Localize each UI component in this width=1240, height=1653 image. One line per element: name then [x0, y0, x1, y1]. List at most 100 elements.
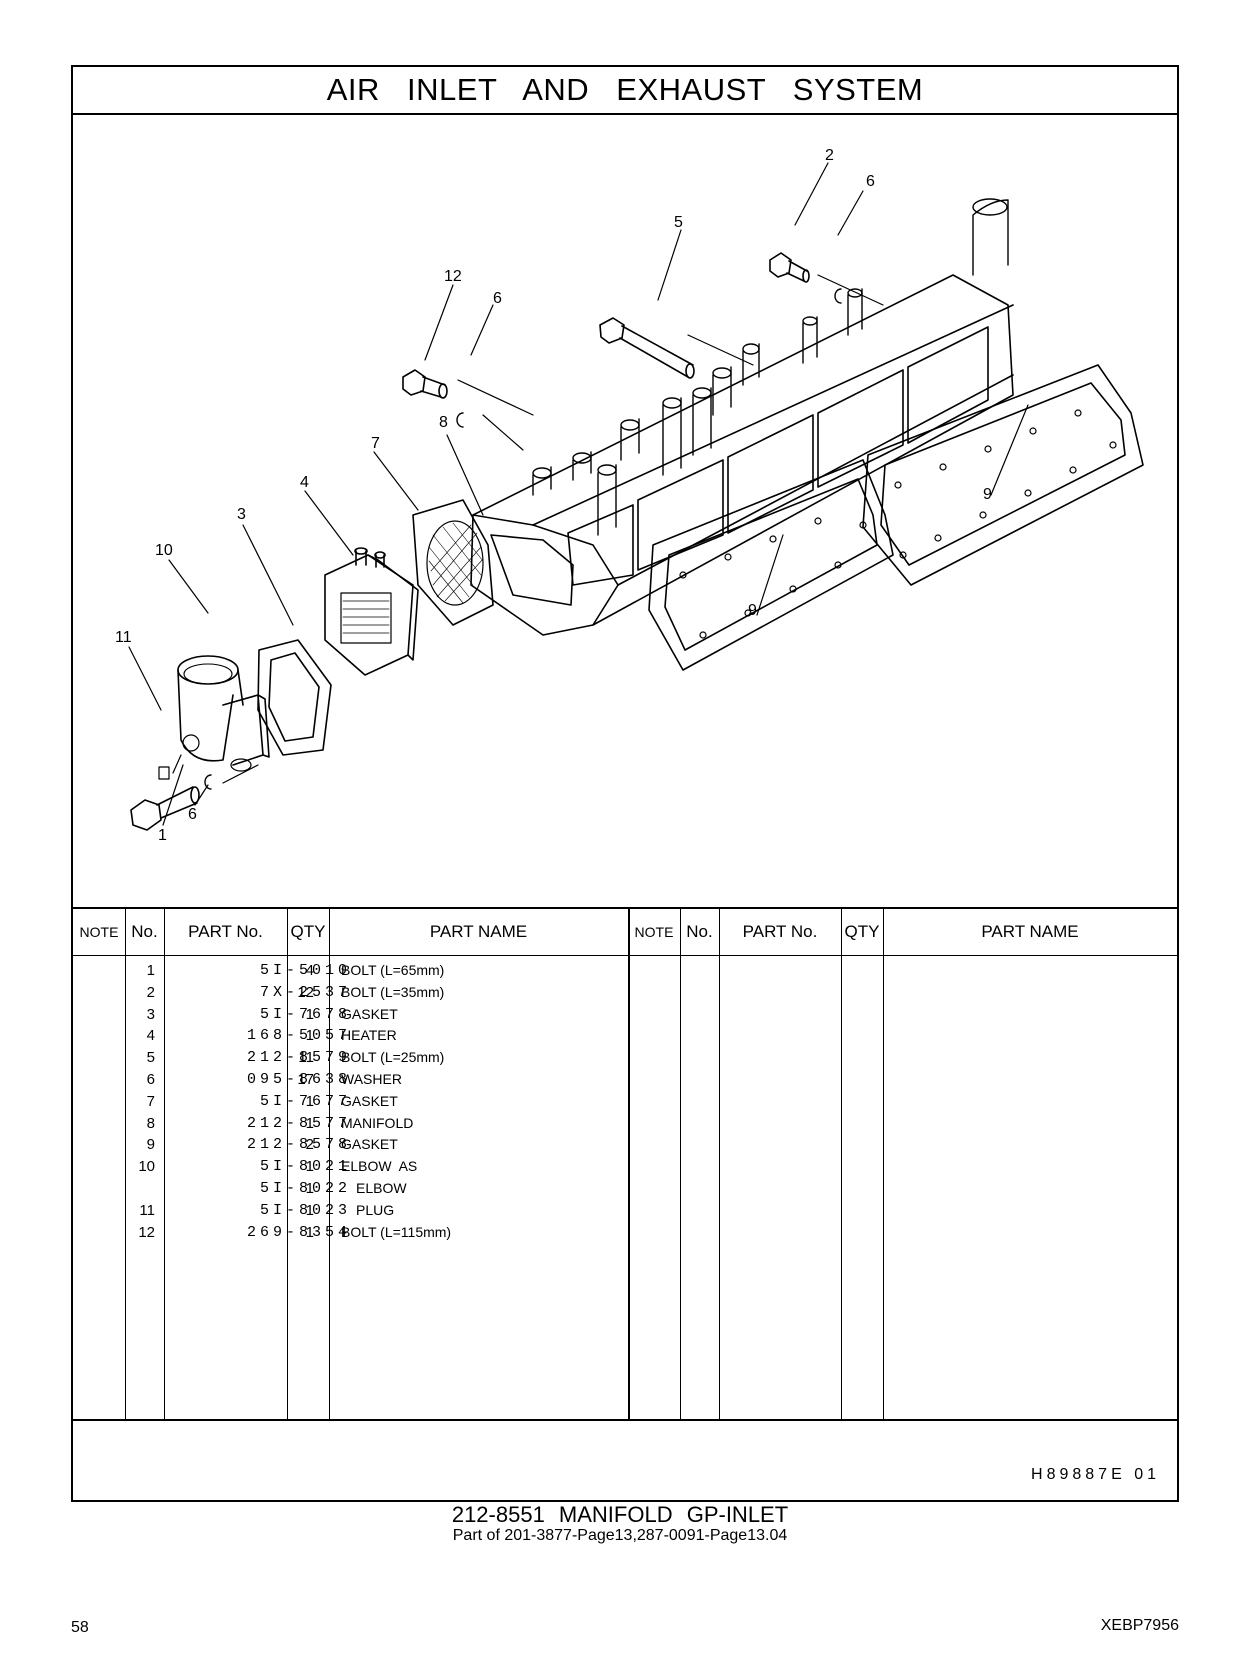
col-divider: [719, 909, 720, 1419]
callout-9b: 9: [983, 486, 992, 503]
col-divider: [287, 909, 288, 1419]
col-divider: [841, 909, 842, 1419]
callout-4: 4: [300, 474, 309, 491]
part-number-index: 12: [138, 1223, 155, 1241]
bolt-2-drawing: [769, 252, 810, 283]
part-quantity: 1: [305, 1158, 314, 1176]
part-quantity: 1: [305, 1027, 314, 1045]
part-number: 5I-7678: [259, 1005, 351, 1023]
callout-6b: 6: [493, 290, 502, 307]
part-name: ELBOW AS: [341, 1158, 418, 1175]
header-qty: QTY: [290, 922, 326, 941]
part-number-index: 8: [146, 1114, 155, 1132]
bolt-12-drawing: [402, 369, 448, 399]
callout-2: 2: [825, 147, 834, 164]
part-name: ELBOW: [356, 1180, 407, 1196]
document-code: XEBP7956: [1100, 1617, 1179, 1634]
part-number: 168-5057: [246, 1027, 351, 1045]
part-number-index: 7: [146, 1092, 155, 1110]
callout-6a: 6: [188, 806, 197, 823]
group-subtitle: Part of 201-3877-Page13,287-0091-Page13.…: [452, 1527, 788, 1544]
part-quantity: 1: [305, 1005, 314, 1023]
plug-drawing: [158, 766, 170, 780]
part-quantity: 1: [305, 1201, 314, 1219]
part-name: BOLT (L=115mm): [341, 1223, 452, 1240]
header-note-right: NOTE: [634, 924, 674, 940]
part-number-index: 6: [146, 1071, 155, 1088]
washer-drawings: [204, 288, 842, 790]
col-divider: [164, 909, 165, 1419]
diagram-drawing: 1 2 3 4 5 6 6 6 7 8 9 9 10 11 12: [115, 147, 1144, 844]
part-name: BOLT (L=35mm): [341, 983, 445, 1000]
leader-lines: [128, 162, 1029, 826]
part-number-index: 9: [146, 1136, 155, 1154]
part-number-index: 5: [146, 1049, 155, 1067]
part-quantity: 2: [305, 1136, 314, 1154]
gasket-3-drawing: [257, 639, 332, 756]
callout-3: 3: [237, 506, 246, 523]
header-note: NOTE: [79, 924, 119, 940]
part-number: 212-8579: [246, 1049, 351, 1067]
part-name: GASKET: [341, 1005, 398, 1022]
bolt-5-drawing: [599, 317, 695, 379]
header-part-name-right: PART NAME: [981, 922, 1079, 941]
part-number-index: 10: [138, 1158, 155, 1176]
callout-7: 7: [371, 435, 380, 452]
part-name: GASKET: [341, 1136, 398, 1153]
manifold-drawing: [470, 198, 1014, 636]
part-number: 5I-8021: [259, 1158, 351, 1176]
part-number: 5I-8022: [259, 1180, 351, 1197]
part-quantity: 4: [305, 962, 314, 979]
part-quantity: 1: [305, 1114, 314, 1132]
table-footer: H89887E 01: [73, 1421, 1177, 1500]
header-no: No.: [131, 922, 158, 941]
callout-10: 10: [155, 542, 173, 559]
gasket-upper-drawing: [862, 364, 1144, 586]
part-name: GASKET: [341, 1092, 398, 1109]
part-name: BOLT (L=65mm): [341, 962, 445, 978]
part-name: PLUG: [356, 1201, 395, 1218]
part-number-index: 3: [146, 1005, 155, 1023]
part-number: 212-8578: [246, 1136, 351, 1154]
part-number-index: 1: [146, 962, 155, 979]
part-number-index: 11: [139, 1201, 155, 1219]
part-number: 212-8577: [246, 1114, 351, 1132]
elbow-drawing: [177, 655, 270, 772]
part-number-index: 4: [146, 1027, 155, 1045]
gasket-lower-drawing: [648, 459, 894, 671]
header-part-no-right: PART No.: [742, 922, 818, 941]
header-no-right: No.: [686, 922, 713, 941]
part-number: 5I-7677: [259, 1092, 351, 1110]
part-number: 5I-8023: [259, 1201, 351, 1219]
col-divider: [628, 909, 630, 1419]
header-part-name: PART NAME: [429, 922, 528, 941]
col-divider: [883, 909, 884, 1419]
part-quantity: 1: [305, 1092, 314, 1110]
page-frame: AIR INLET AND EXHAUST SYSTEM: [71, 65, 1179, 1502]
part-quantity: 17: [297, 1071, 314, 1088]
col-divider: [680, 909, 681, 1419]
header-part-no: PART No.: [188, 922, 263, 941]
part-number: 269-8354: [246, 1223, 351, 1241]
col-divider: [329, 909, 330, 1419]
col-divider: [125, 909, 126, 1419]
callout-6c: 6: [866, 173, 875, 190]
part-quantity: 11: [298, 1049, 314, 1067]
part-number-index: 2: [146, 983, 155, 1001]
parts-table: NOTE No. PART No. QTY PART NAME NOTE No.…: [73, 907, 1177, 1421]
page-title: AIR INLET AND EXHAUST SYSTEM: [73, 67, 1177, 115]
header-divider: [73, 955, 1177, 956]
part-number: 095-8638: [246, 1071, 351, 1088]
callout-9a: 9: [748, 602, 757, 619]
bolt-1-drawing: [130, 786, 200, 831]
part-number: 7X-2537: [259, 983, 351, 1001]
heater-drawing: [324, 547, 419, 676]
